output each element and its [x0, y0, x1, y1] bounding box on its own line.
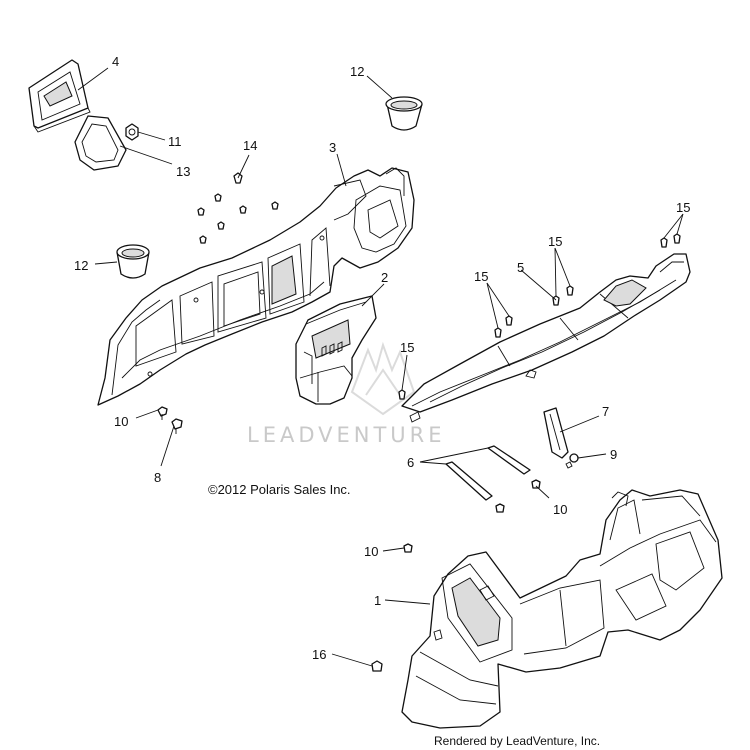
part-4-handle — [28, 59, 91, 133]
callout-15-d: 15 — [400, 340, 414, 355]
leader-lines — [77, 67, 684, 667]
callout-1: 1 — [374, 593, 381, 608]
copyright-notice: ©2012 Polaris Sales Inc. — [208, 482, 351, 497]
part-14-push-pins — [197, 172, 279, 244]
rendered-by-footer: Rendered by LeadVenture, Inc. — [434, 734, 600, 748]
callout-labels: 4 11 13 12 12 14 3 2 5 15 15 15 15 10 8 … — [74, 54, 690, 662]
callout-15-b: 15 — [548, 234, 562, 249]
callout-7: 7 — [602, 404, 609, 419]
part-6-support-straps — [445, 445, 531, 501]
part-2-storage-box — [295, 295, 377, 405]
part-13-trim-ring — [74, 115, 127, 171]
callout-10-left: 10 — [114, 414, 128, 429]
callout-8: 8 — [154, 470, 161, 485]
part-15-push-pins — [398, 233, 681, 400]
callout-5: 5 — [517, 260, 524, 275]
callout-15-c: 15 — [676, 200, 690, 215]
callout-15-a: 15 — [474, 269, 488, 284]
part-1-lower-dash-assembly — [401, 489, 723, 729]
callout-11: 11 — [168, 134, 182, 149]
part-16-fastener — [371, 660, 383, 672]
part-8-clip — [171, 418, 183, 434]
callout-16: 16 — [312, 647, 326, 662]
callout-10-lower: 10 — [364, 544, 378, 559]
watermark-text: LEADVENTURE — [247, 423, 446, 447]
callout-4: 4 — [112, 54, 119, 69]
part-5-lower-trim-panel — [401, 253, 691, 423]
part-10-clips-middle — [495, 479, 541, 513]
leadventure-flame-logo-icon — [350, 341, 416, 416]
part-10-clip-lower — [403, 543, 413, 553]
callout-2: 2 — [381, 270, 388, 285]
part-12-cup-holder-left — [116, 244, 150, 279]
callout-12-left: 12 — [74, 258, 88, 273]
part-11-nut — [125, 123, 139, 141]
callout-13: 13 — [176, 164, 190, 179]
callout-12-upper: 12 — [350, 64, 364, 79]
part-10-clip-left — [157, 406, 168, 420]
callout-14: 14 — [243, 138, 257, 153]
callout-3: 3 — [329, 140, 336, 155]
part-7-bracket — [543, 407, 569, 459]
callout-9: 9 — [610, 447, 617, 462]
part-3-upper-dash-panel — [97, 167, 415, 406]
part-12-cup-holder-upper — [385, 96, 423, 131]
callout-10-middle: 10 — [553, 502, 567, 517]
callout-6: 6 — [407, 455, 414, 470]
part-9-screw — [565, 453, 579, 469]
